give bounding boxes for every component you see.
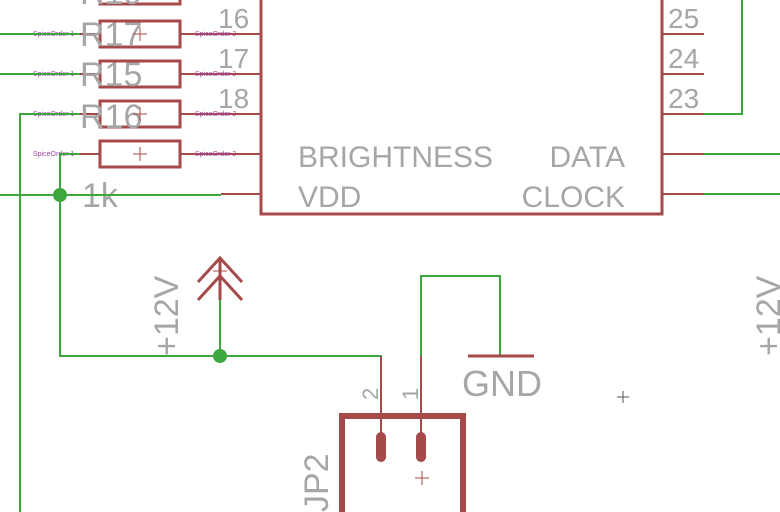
resistor-r15-name: R15 — [80, 56, 142, 94]
resistor-r15-body — [98, 59, 182, 89]
wire-gnd-loop — [420, 275, 501, 386]
ic-body — [259, 0, 664, 216]
origin-cross-r17 — [133, 27, 147, 41]
resistor-r17-pin2-label: SpiceOrder 2 — [195, 31, 236, 38]
resistor-r16-name: R16 — [80, 98, 142, 136]
wire-r16-left-down — [19, 113, 80, 512]
ic-label-vdd: VDD — [298, 181, 361, 214]
junction-dot-vdd — [53, 188, 67, 202]
resistor-r16-pin2-label: SpiceOrder 2 — [195, 111, 236, 118]
resistor-r15-pin2-label: SpiceOrder 2 — [195, 71, 236, 78]
origin-cross-supply — [213, 264, 227, 278]
ic-label-brightness: BRIGHTNESS — [298, 141, 493, 174]
resistor-r17-body — [98, 19, 182, 49]
resistor-r16-body — [98, 99, 182, 129]
resistor-1k-pin2-label: SpiceOrder 2 — [195, 151, 236, 158]
resistor-r19-body — [98, 0, 182, 6]
ic-pin-number-18: 18 — [218, 83, 249, 114]
origin-cross-canvas — [617, 391, 629, 403]
jumper-jp2-name: JP2 — [298, 453, 336, 512]
supply-12v-label-left: +12V — [148, 275, 186, 356]
resistor-1k-pin1-label: SpiceOrder 1 — [33, 151, 74, 158]
ic-label-clock: CLOCK — [522, 181, 625, 214]
ic-pin-number-25: 25 — [668, 3, 699, 34]
jumper-jp2-pin2 — [376, 432, 386, 462]
origin-cross-jp2 — [415, 471, 429, 485]
junction-dot-12v — [213, 349, 227, 363]
ic-pin-number-17: 17 — [218, 43, 249, 74]
supply-12v-label-right: +12V — [750, 275, 780, 356]
ic-label-data: DATA — [549, 141, 625, 174]
origin-cross-r16 — [133, 107, 147, 121]
resistor-r17-name: R17 — [80, 16, 142, 54]
gnd-label: GND — [462, 363, 542, 404]
ic-pin-number-16: 16 — [218, 3, 249, 34]
jumper-jp2-pin2-number: 2 — [358, 388, 383, 400]
wire-1k-left — [59, 153, 80, 194]
resistor-1k-body — [98, 139, 182, 169]
jumper-jp2-pin1-number: 1 — [398, 388, 423, 400]
resistor-r19-name: R19 — [80, 0, 142, 12]
ic-pin-number-24: 24 — [668, 43, 699, 74]
ic-pin-number-23: 23 — [668, 83, 699, 114]
origin-cross-1k — [133, 147, 147, 161]
jumper-jp2-body — [339, 413, 466, 512]
jumper-jp2-pin1 — [416, 432, 426, 462]
wire-pin23-right — [704, 0, 743, 115]
